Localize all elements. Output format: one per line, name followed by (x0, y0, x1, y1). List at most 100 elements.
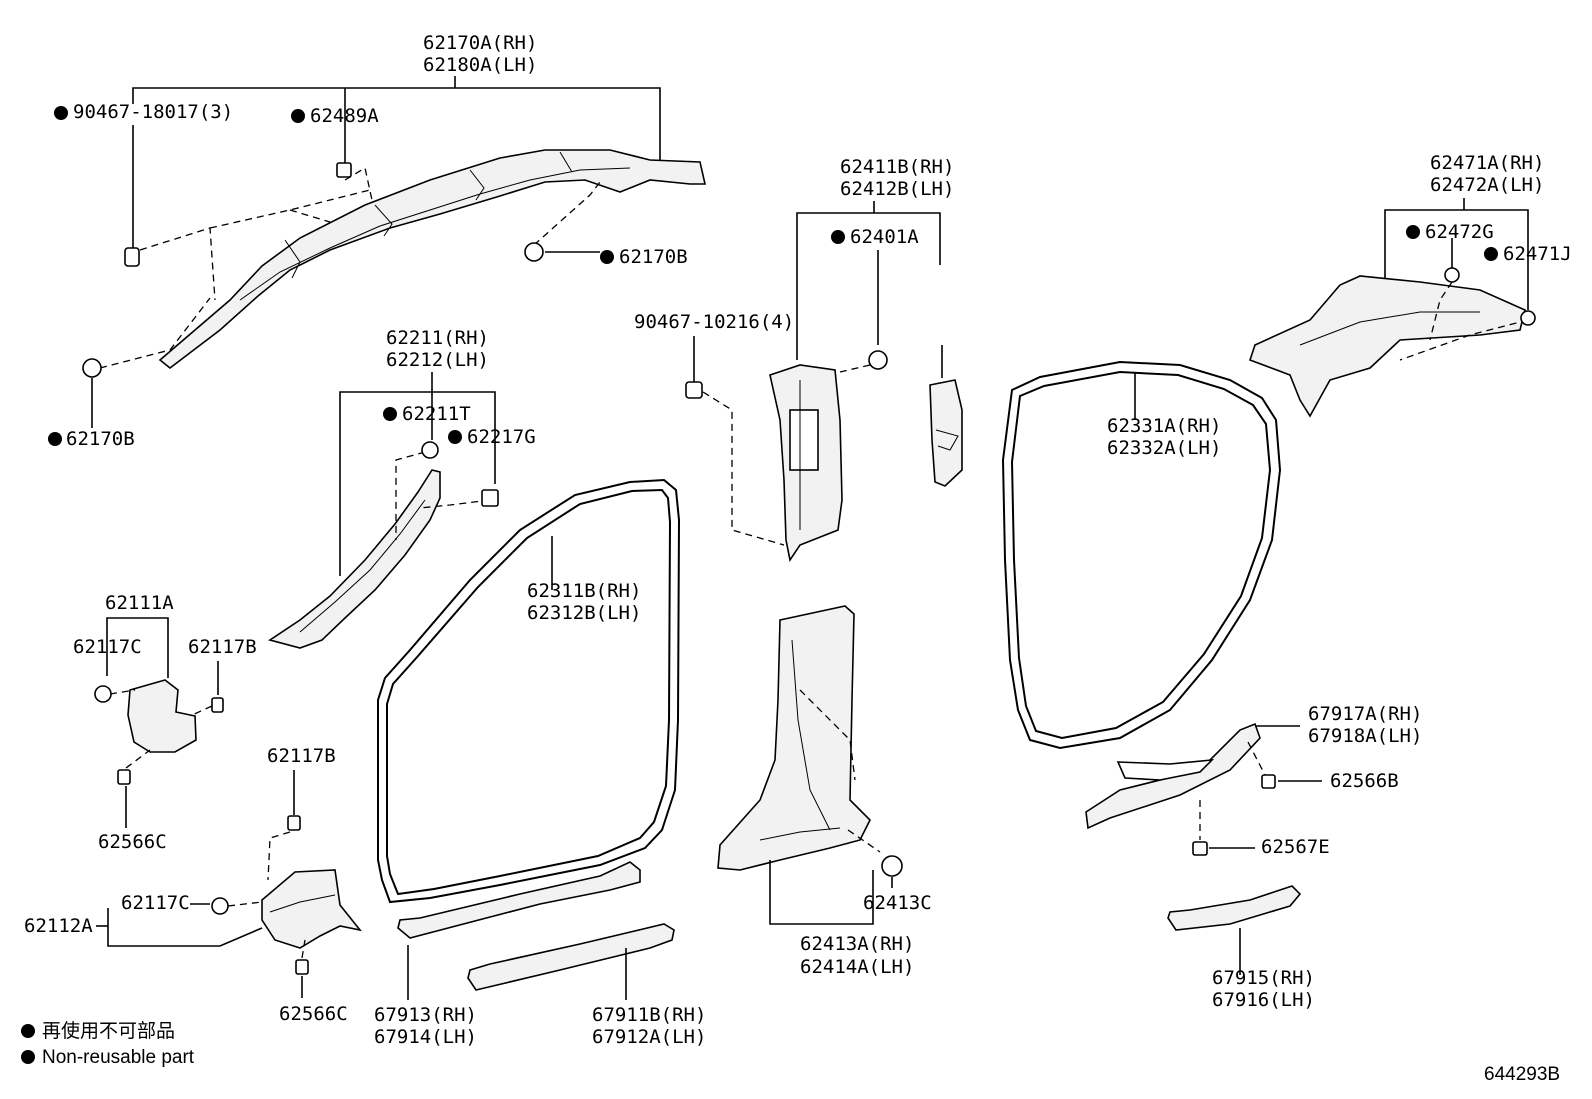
quarter-trim-group: 62471A(RH) 62472A(LH) 62472G 62471J (1248, 152, 1572, 418)
dash-62472G (1429, 281, 1453, 341)
clip-62117B-lower (287, 815, 301, 831)
dash-90467-10216 (702, 391, 785, 546)
dash-62413C-2 (799, 689, 856, 781)
dash-clip-1 (139, 227, 216, 301)
front-door-weatherstrip-group: 62311B(RH) 62312B(LH) 67913(RH) 67914(LH… (374, 478, 706, 1048)
label-67913: 67913(RH) (374, 1004, 477, 1026)
dash-62211T (395, 451, 426, 540)
label-62472A: 62472A(LH) (1430, 174, 1544, 196)
leader-62111A (106, 617, 169, 678)
legend-dot-jp (21, 1024, 35, 1038)
non-reusable-dot-62170B-upper (600, 250, 614, 264)
leader-bracket-62471A (1384, 209, 1529, 310)
clip-62567E (1192, 841, 1208, 856)
label-62471J: 62471J (1503, 243, 1572, 265)
non-reusable-dot-90467-18017 (54, 106, 68, 120)
legend-jp: 再使用不可部品 (42, 1020, 175, 1042)
leader-bracket-62170A (132, 87, 661, 175)
label-62411B: 62411B(RH) (840, 156, 954, 178)
diagram-id: 644293B (1484, 1064, 1560, 1085)
legend: 再使用不可部品 Non-reusable part (21, 1020, 195, 1068)
dash-62566B (1247, 741, 1266, 776)
cowl-side-trim-upper-part (127, 679, 197, 753)
rear-door-weatherstrip-part (1001, 360, 1282, 750)
garnish-detail-4 (559, 151, 573, 173)
dash-62117C-upper (109, 689, 136, 695)
anchor-detail (935, 429, 959, 451)
clip-62489A (336, 162, 352, 178)
label-62217G: 62217G (467, 426, 536, 448)
pillar-window (789, 409, 819, 471)
label-62111A: 62111A (105, 592, 174, 614)
dash-62117B-lower (267, 831, 291, 881)
scuff-plate-67913-part (397, 861, 641, 939)
label-62413C: 62413C (863, 892, 932, 914)
label-62566B: 62566B (1330, 770, 1399, 792)
label-62413A: 62413A(RH) (800, 933, 914, 955)
quarter-trim-part (1248, 275, 1526, 418)
rear-door-weatherstrip-inner (1010, 370, 1272, 740)
lower-trim-ribs (269, 894, 336, 913)
label-62312B: 62312B(LH) (527, 602, 641, 624)
label-67915: 67915(RH) (1212, 967, 1315, 989)
garnish-detail-1 (284, 239, 301, 279)
non-reusable-dot-62472G (1406, 225, 1420, 239)
dash-62217G (419, 499, 491, 509)
label-62566C-upper: 62566C (98, 831, 167, 853)
label-62332A: 62332A(LH) (1107, 437, 1221, 459)
non-reusable-dot-62489A (291, 109, 305, 123)
clip-62566B (1261, 774, 1276, 789)
leader-bracket-62411B (796, 212, 941, 360)
label-62489A: 62489A (310, 105, 379, 127)
label-67911B: 67911B(RH) (592, 1004, 706, 1026)
label-62180A: 62180A(LH) (423, 54, 537, 76)
clip-62413C (881, 855, 903, 877)
front-door-weatherstrip-part (377, 478, 681, 904)
cowl-side-trim-upper-group: 62111A 62117C 62117B 62566C (73, 592, 257, 853)
label-62117B-upper: 62117B (188, 636, 257, 658)
label-62212: 62212(LH) (386, 349, 489, 371)
label-62170B-lower: 62170B (66, 428, 135, 450)
label-67912A: 67912A(LH) (592, 1026, 706, 1048)
dash-clip-6 (289, 209, 331, 223)
label-62401A: 62401A (850, 226, 919, 248)
lower-pillar-ribs-2 (759, 827, 841, 841)
clip-62117C-upper (94, 685, 112, 703)
dash-clip-3 (209, 189, 371, 229)
label-67916: 67916(LH) (1212, 989, 1315, 1011)
label-90467-10216: 90467-10216(4) (634, 311, 794, 333)
dash-62413C-1 (847, 829, 881, 853)
label-62170A: 62170A(RH) (423, 32, 537, 54)
label-62331A: 62331A(RH) (1107, 415, 1221, 437)
non-reusable-dot-62471J (1484, 247, 1498, 261)
label-62472G: 62472G (1425, 221, 1494, 243)
rear-door-weatherstrip-group: 62331A(RH) 62332A(LH) (1001, 360, 1282, 750)
label-67917A: 67917A(RH) (1308, 703, 1422, 725)
front-door-weatherstrip-inner (386, 488, 672, 896)
label-62471A: 62471A(RH) (1430, 152, 1544, 174)
label-62566C-lower: 62566C (279, 1003, 348, 1025)
pillar-ribs (299, 499, 426, 633)
label-62117B-lower: 62117B (267, 745, 336, 767)
center-pillar-lower-part (717, 605, 871, 871)
rear-scuff-plate-67917A-cap (1116, 758, 1215, 781)
clip-62170B-upper (524, 242, 544, 262)
label-62211: 62211(RH) (386, 327, 489, 349)
garnish-detail-2 (374, 204, 393, 237)
clip-62471J (1520, 310, 1536, 326)
front-pillar-garnish-part (268, 469, 441, 649)
clip-62566C-upper (117, 769, 131, 785)
label-62117C-lower: 62117C (121, 892, 190, 914)
legend-en: Non-reusable part (42, 1047, 195, 1068)
label-67918A: 67918A(LH) (1308, 725, 1422, 747)
label-62112A: 62112A (24, 915, 93, 937)
dash-62117C-lower (227, 901, 263, 907)
roof-side-garnish-part (158, 149, 707, 370)
leader-bracket-62413A (769, 860, 874, 925)
clip-62472G (1444, 267, 1460, 283)
leader-bracket-62211 (339, 391, 496, 576)
dash-62471J (1399, 319, 1529, 361)
clip-62170B-lower (82, 358, 102, 378)
label-62170B-upper: 62170B (619, 246, 688, 268)
